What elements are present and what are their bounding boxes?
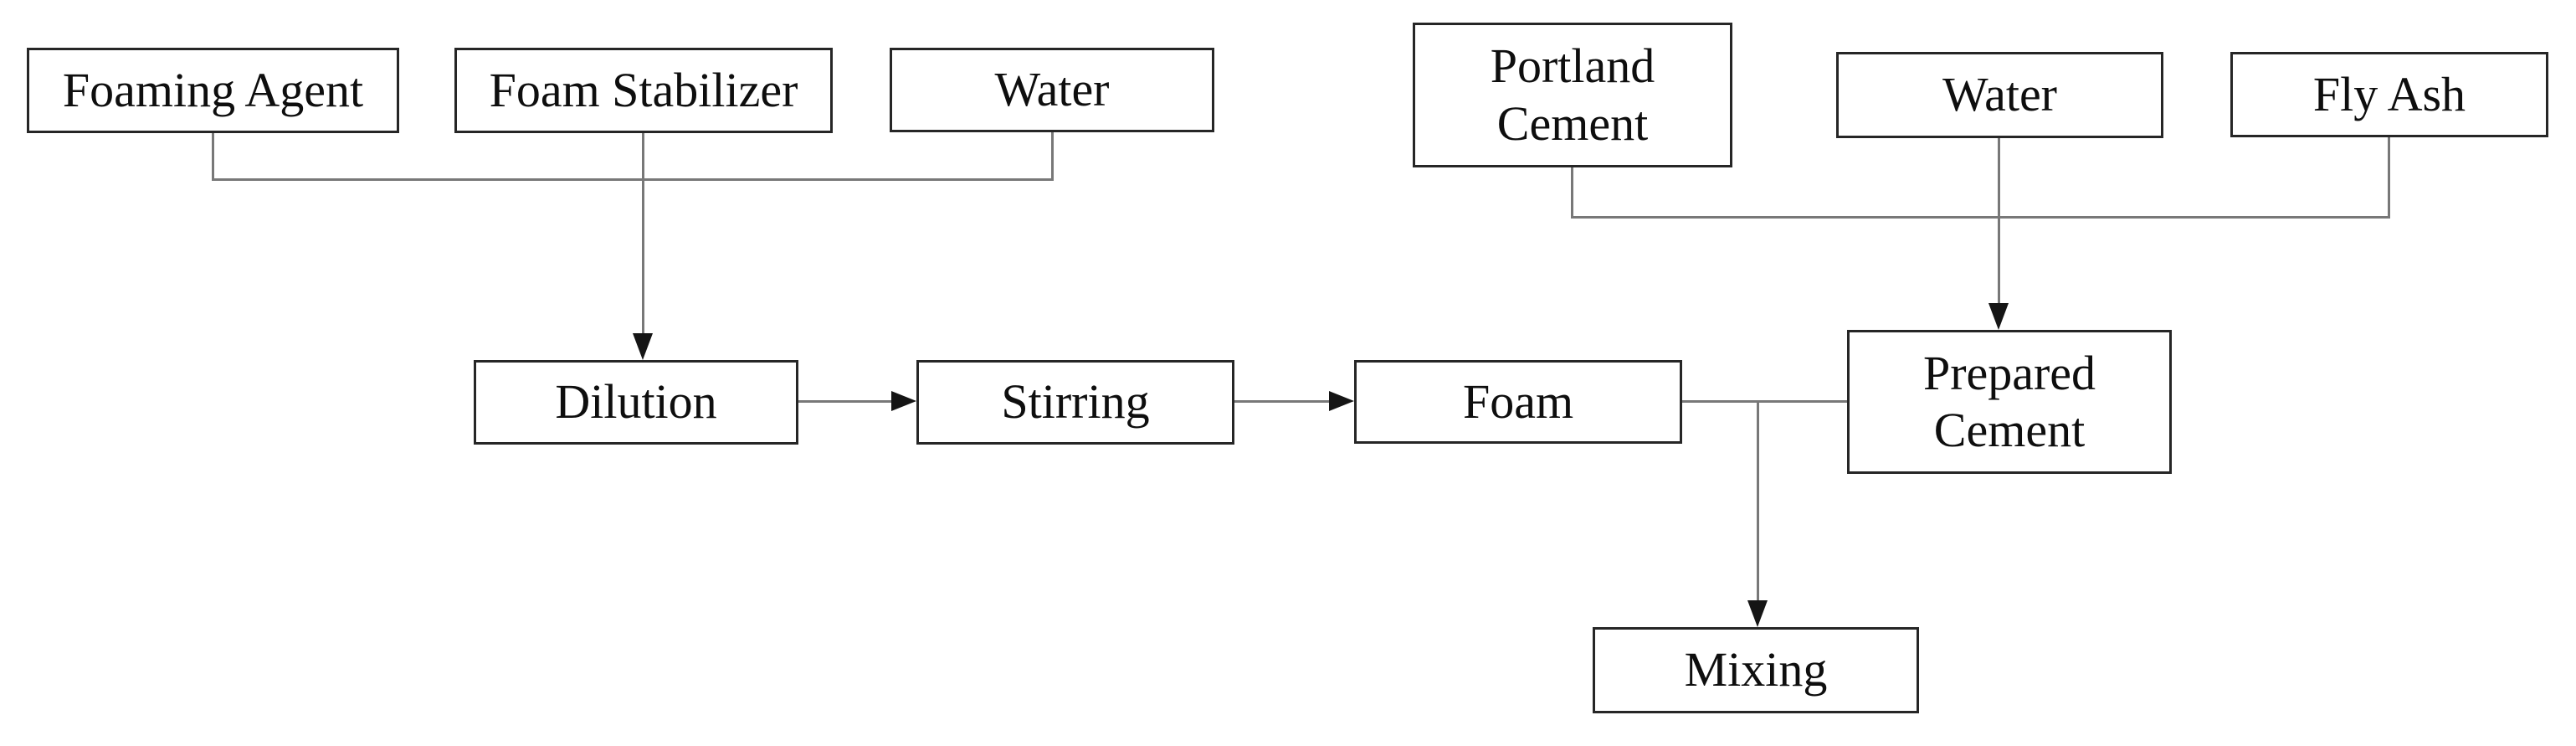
arrow-down-icon (1988, 303, 2009, 330)
node-water-right: Water (1836, 52, 2163, 138)
node-prepared-cement: Prepared Cement (1847, 330, 2172, 474)
edge-foam-stabilizer-to-dilution (642, 133, 644, 337)
edge-foaming-agent-stub (212, 133, 214, 181)
node-portland-cement: Portland Cement (1413, 23, 1732, 167)
node-mixing: Mixing (1593, 627, 1919, 713)
edge-water-left-stub (1051, 132, 1054, 181)
edge-branch-to-mixing (1757, 400, 1759, 602)
edge-dilution-to-stirring (798, 400, 894, 403)
arrow-down-icon (633, 333, 653, 360)
node-fly-ash: Fly Ash (2230, 52, 2548, 137)
node-stirring: Stirring (916, 360, 1234, 445)
edge-right-collector (1571, 216, 2390, 219)
edge-left-collector (212, 178, 1054, 181)
node-foaming-agent: Foaming Agent (27, 48, 399, 133)
edge-stirring-to-foam (1234, 400, 1332, 403)
arrow-right-icon (891, 391, 916, 411)
node-water-left: Water (890, 48, 1214, 132)
node-foam-stabilizer: Foam Stabilizer (454, 48, 833, 133)
arrow-down-icon (1747, 600, 1768, 627)
arrow-right-icon (1329, 391, 1354, 411)
edge-water-right-to-prepared-cement (1998, 138, 2000, 305)
node-dilution: Dilution (474, 360, 798, 445)
edge-portland-cement-stub (1571, 167, 1573, 219)
node-foam: Foam (1354, 360, 1682, 444)
edge-fly-ash-stub (2388, 137, 2390, 219)
edge-foam-to-prepared-cement (1682, 400, 1847, 403)
